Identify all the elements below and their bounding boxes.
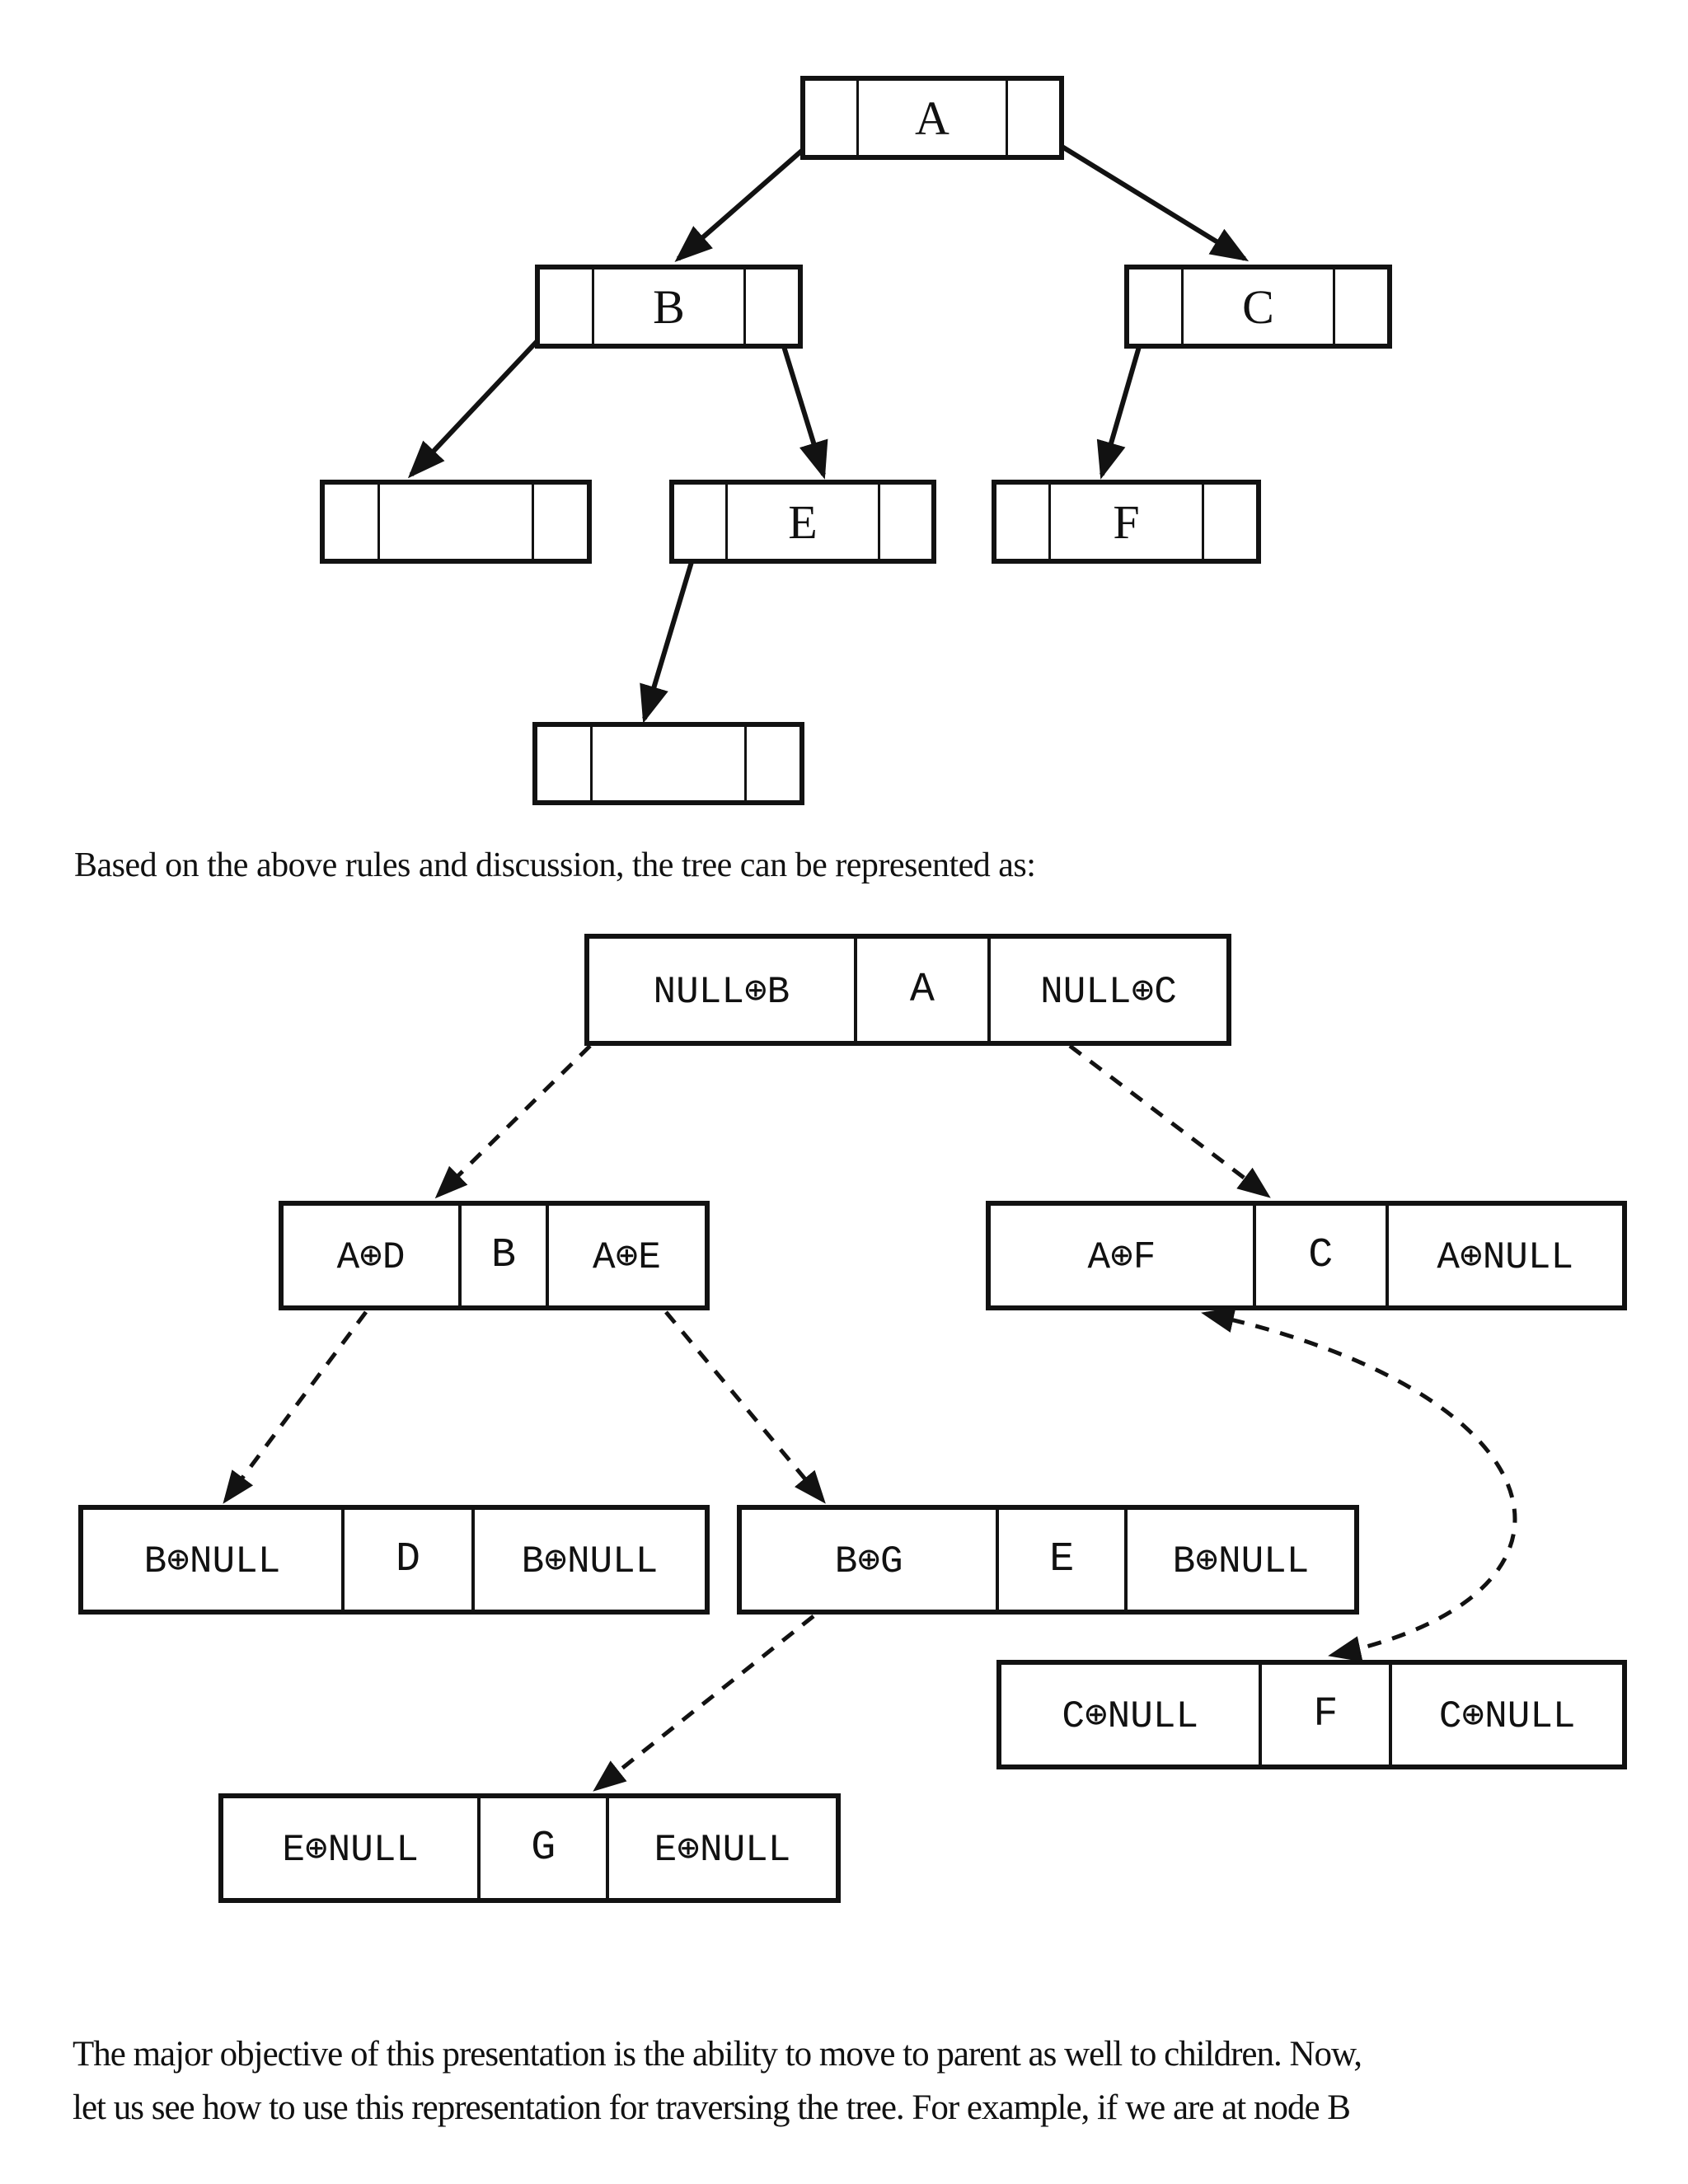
tree-node-f-right-pointer bbox=[1204, 485, 1256, 559]
xor-node-e-data-field: E bbox=[996, 1510, 1128, 1610]
tree-node-a-label: A bbox=[856, 81, 1009, 155]
xor-node-c-data-field: C bbox=[1252, 1206, 1389, 1305]
xor-node-a-right-field: NULL⊕C bbox=[1040, 970, 1177, 1014]
xor-node-e-right-field: B⊕NULL bbox=[1172, 1540, 1310, 1583]
tree-node-a: A bbox=[800, 76, 1064, 160]
dashed-arrow-root-to-c bbox=[1068, 1044, 1271, 1198]
tree-node-c-left-pointer bbox=[1129, 269, 1181, 344]
tree-node-b-left-pointer bbox=[540, 269, 592, 344]
tree-node-b: B bbox=[535, 265, 803, 349]
tree-node-a-right-pointer bbox=[1008, 81, 1059, 155]
xor-node-c: A⊕F C A⊕NULL bbox=[986, 1201, 1627, 1310]
body-paragraph-line-1: The major objective of this presentation… bbox=[73, 2035, 1362, 2074]
xor-node-d-data-field: D bbox=[340, 1510, 476, 1610]
tree-node-f-left-pointer bbox=[996, 485, 1048, 559]
tree-node-c-right-pointer bbox=[1335, 269, 1387, 344]
tree-node-blank-left bbox=[320, 480, 592, 564]
tree-node-blank-right-pointer bbox=[534, 485, 587, 559]
xor-node-b-left-field: A⊕D bbox=[336, 1236, 406, 1279]
dashed-arrow-b-to-d bbox=[223, 1310, 368, 1504]
xor-node-f-data-field: F bbox=[1259, 1665, 1393, 1765]
xor-node-f-right-field: C⊕NULL bbox=[1438, 1695, 1576, 1738]
xor-node-d: B⊕NULL D B⊕NULL bbox=[78, 1505, 710, 1615]
body-paragraph-line-2: let us see how to use this representatio… bbox=[73, 2088, 1351, 2127]
tree-node-b-right-pointer bbox=[746, 269, 798, 344]
xor-node-d-left-field: B⊕NULL bbox=[143, 1540, 281, 1583]
tree-node-blank-left-pointer bbox=[325, 485, 377, 559]
xor-node-b: A⊕D B A⊕E bbox=[279, 1201, 710, 1310]
tree-node-e-left-pointer bbox=[674, 485, 725, 559]
xor-node-b-right-field: A⊕E bbox=[593, 1236, 661, 1279]
tree-node-e: E bbox=[669, 480, 936, 564]
tree-node-f: F bbox=[992, 480, 1261, 564]
body-paragraph: The major objective of this presentation… bbox=[73, 2027, 1362, 2135]
tree-node-e-label: E bbox=[725, 485, 880, 559]
xor-node-a: NULL⊕B A NULL⊕C bbox=[584, 934, 1231, 1046]
xor-node-e: B⊕G E B⊕NULL bbox=[737, 1505, 1359, 1615]
xor-node-d-right-field: B⊕NULL bbox=[521, 1540, 659, 1583]
tree-node-e-right-pointer bbox=[880, 485, 931, 559]
xor-node-g-left-field: E⊕NULL bbox=[282, 1829, 420, 1872]
dashed-arrow-b-to-e bbox=[664, 1310, 826, 1504]
xor-node-c-right-field: A⊕NULL bbox=[1437, 1236, 1574, 1279]
tree-node-blank-left-label bbox=[377, 485, 535, 559]
arrow-a-right-to-c bbox=[1038, 130, 1250, 262]
tree-node-f-label: F bbox=[1048, 485, 1204, 559]
xor-node-a-left-field: NULL⊕B bbox=[653, 970, 790, 1014]
xor-node-b-data-field: B bbox=[458, 1206, 549, 1305]
tree-node-blank-bottom-left-pointer bbox=[537, 727, 590, 800]
xor-node-e-left-field: B⊕G bbox=[834, 1540, 903, 1583]
tree-node-c-label: C bbox=[1180, 269, 1336, 344]
tree-node-blank-bottom-right-pointer bbox=[747, 727, 799, 800]
caption-text: Based on the above rules and discussion,… bbox=[74, 846, 1036, 884]
dashed-arrow-root-to-b bbox=[434, 1044, 592, 1199]
tree-node-b-label: B bbox=[591, 269, 747, 344]
xor-node-g-data-field: G bbox=[477, 1798, 610, 1898]
xor-node-f: C⊕NULL F C⊕NULL bbox=[996, 1660, 1627, 1769]
xor-node-g-right-field: E⊕NULL bbox=[654, 1829, 791, 1872]
tree-node-a-left-pointer bbox=[805, 81, 856, 155]
xor-node-a-data-field: A bbox=[853, 939, 991, 1041]
tree-node-c: C bbox=[1124, 265, 1392, 349]
arrow-e-left-to-blank bbox=[640, 537, 701, 724]
xor-node-c-left-field: A⊕F bbox=[1087, 1236, 1156, 1279]
xor-node-g: E⊕NULL G E⊕NULL bbox=[218, 1793, 841, 1903]
tree-node-blank-bottom bbox=[532, 722, 804, 805]
dashed-arrow-e-to-g bbox=[593, 1615, 815, 1792]
tree-node-blank-bottom-label bbox=[589, 727, 748, 800]
xor-node-f-left-field: C⊕NULL bbox=[1062, 1695, 1199, 1738]
